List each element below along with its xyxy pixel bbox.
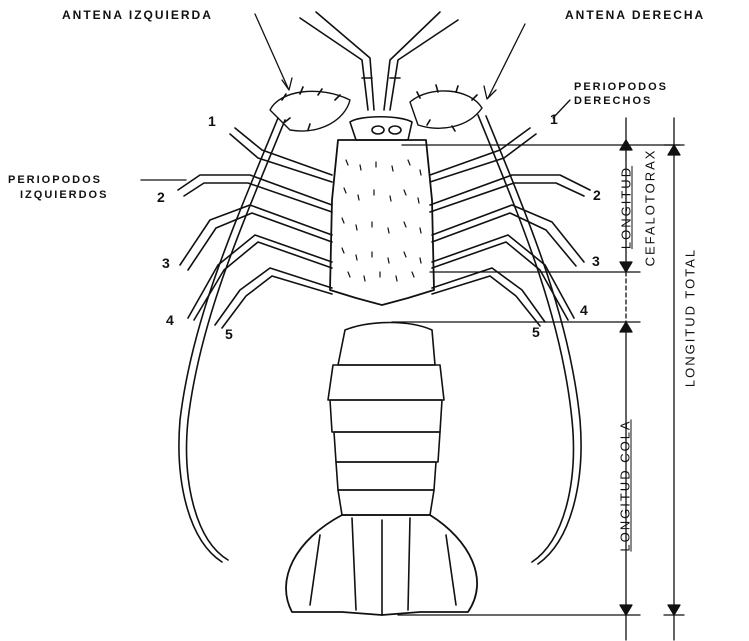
right-antenna-base [410, 85, 482, 131]
right-leg-number: 3 [592, 254, 600, 268]
label-antena-derecha: ANTENA DERECHA [565, 8, 705, 22]
label-longitud-cefalotorax-1: LONGITUD [619, 158, 634, 258]
label-periopodos-izquierdos-1: PERIOPODOS [8, 173, 102, 187]
left-leg-number: 4 [166, 313, 174, 327]
label-periopodos-izquierdos-2: IZQUIERDOS [20, 188, 108, 202]
left-leg-number: 1 [208, 114, 216, 128]
label-longitud-total: LONGITUD TOTAL [683, 238, 698, 398]
label-periopodos-derechos-2: DERECHOS [574, 94, 652, 108]
left-legs [178, 128, 332, 328]
label-longitud-cefalotorax-2: CEFALOTORAX [643, 148, 658, 268]
pointer-arrows [141, 14, 570, 180]
tail [286, 323, 477, 616]
label-longitud-cola: LONGITUD COLA [618, 406, 633, 566]
label-periopodos-derechos-1: PERIOPODOS [574, 80, 668, 94]
left-leg-number: 3 [162, 256, 170, 270]
right-leg-number: 1 [550, 112, 558, 126]
label-antena-izquierda: ANTENA IZQUIERDA [62, 8, 213, 22]
right-leg-number: 4 [580, 303, 588, 317]
right-leg-number: 5 [532, 325, 540, 339]
left-leg-number: 2 [157, 190, 165, 204]
antennules [300, 12, 458, 110]
left-leg-number: 5 [225, 327, 233, 341]
right-legs [430, 128, 590, 326]
measurement-lines [392, 118, 684, 640]
cephalothorax [330, 140, 434, 305]
head [350, 117, 412, 140]
right-leg-number: 2 [593, 188, 601, 202]
left-antenna-base [270, 87, 350, 131]
